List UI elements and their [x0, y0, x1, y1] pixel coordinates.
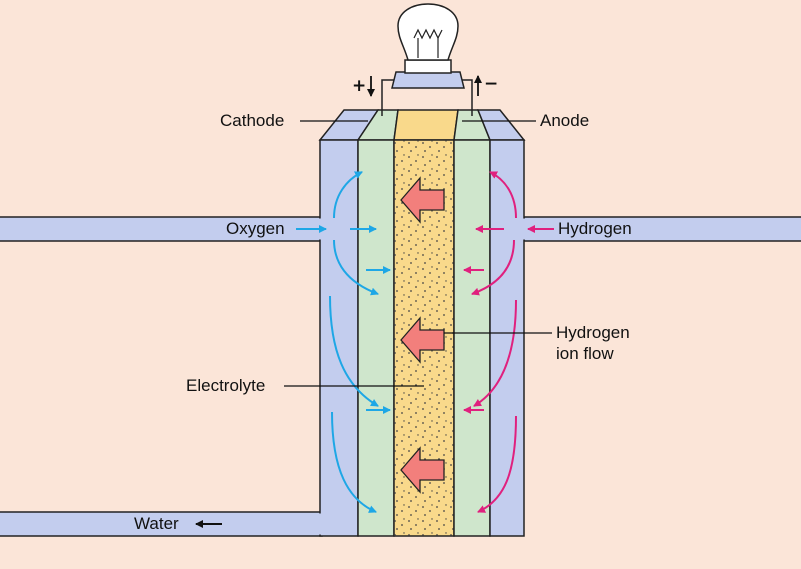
positive-terminal-label: + — [352, 76, 367, 96]
anode-plate — [453, 139, 491, 537]
cathode-plate — [357, 139, 395, 537]
hydrogen-channel — [489, 139, 525, 537]
anode-label: Anode — [540, 111, 590, 130]
hydrogen-ion-flow-label-line1: Hydrogen — [556, 323, 630, 342]
ion-flow-arrows — [400, 176, 445, 494]
oxygen-flow-arrows — [296, 171, 391, 513]
hydrogen-ion-flow-label-line2: ion flow — [556, 344, 614, 363]
leader-lines — [284, 120, 552, 387]
current-direction-arrows — [367, 75, 482, 97]
hydrogen-flow-arrows — [463, 171, 554, 513]
hydrogen-inlet-pipe — [523, 216, 801, 242]
left-arrow-icon — [400, 176, 445, 224]
left-arrow-icon — [400, 446, 445, 494]
cell-top-face — [318, 109, 526, 141]
electrolyte-label: Electrolyte — [186, 376, 266, 395]
oxygen-label: Oxygen — [226, 219, 285, 238]
negative-terminal-label: − — [484, 74, 499, 94]
water-label: Water — [134, 514, 179, 533]
hydrogen-label: Hydrogen — [558, 219, 632, 238]
cathode-label: Cathode — [220, 111, 285, 130]
light-bulb-icon — [391, 3, 465, 89]
left-arrow-icon — [400, 316, 445, 364]
oxygen-channel — [319, 139, 359, 537]
